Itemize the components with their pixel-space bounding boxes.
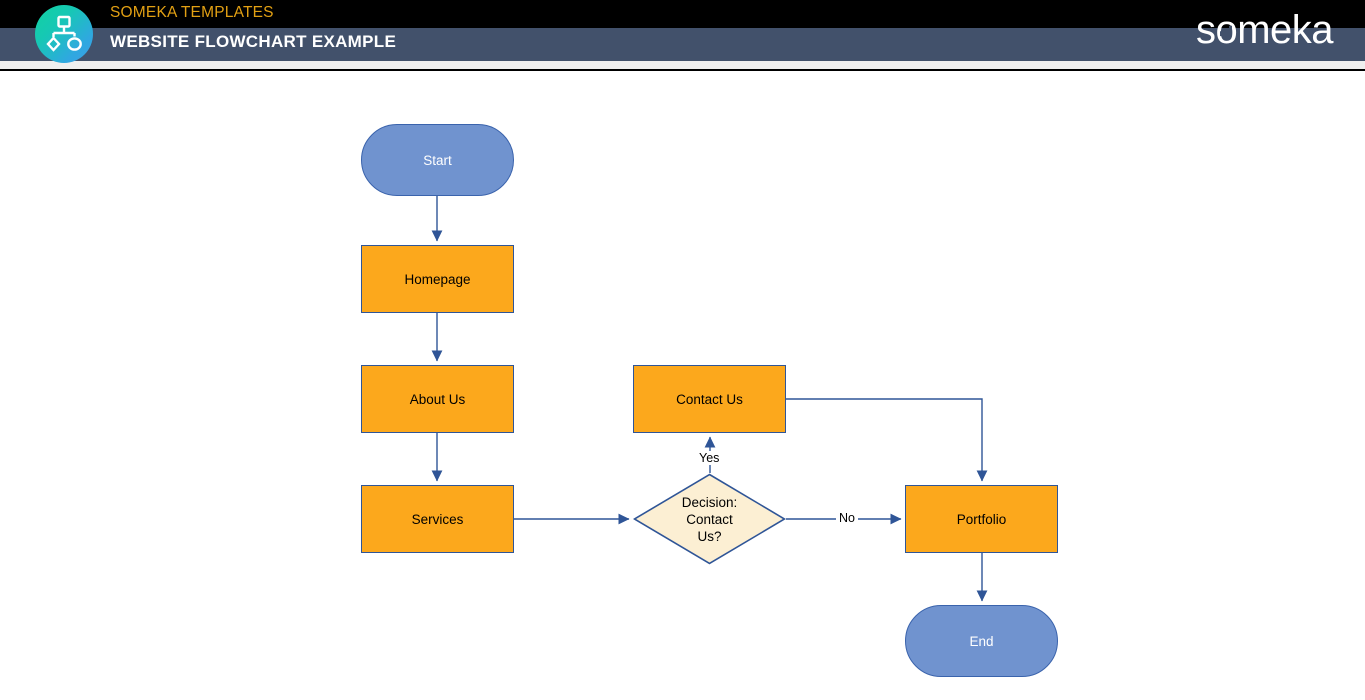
node-contact-us[interactable]: Contact Us [633,365,786,433]
header-divider-rule [0,69,1365,71]
edge-label-no: No [836,511,858,525]
node-contact-us-label: Contact Us [676,391,743,407]
node-decision-label-line3: Us? [697,528,722,544]
header-gray-strip [0,61,1365,70]
bar-chart-icon [1220,25,1233,37]
edge-contact-portfolio [786,398,988,482]
header-top-bar [0,0,1365,28]
flowchart-canvas: Start Homepage About Us Services Decisio… [0,71,1365,700]
node-about-us[interactable]: About Us [361,365,514,433]
decision-diamond-shape [633,473,786,565]
node-about-us-label: About Us [409,391,466,407]
node-decision-label-line1: Decision: [681,494,738,510]
node-decision-contact-us[interactable]: Decision: Contact Us? [633,473,786,565]
someka-wordmark-prefix: s [1195,8,1216,52]
someka-wordmark-suffix: meka [1237,8,1333,52]
node-end-label: End [969,633,994,649]
node-homepage[interactable]: Homepage [361,245,514,313]
template-label: SOMEKA TEMPLATES [110,4,274,21]
page-title: WEBSITE FLOWCHART EXAMPLE [110,32,397,51]
someka-flowchart-logo-icon [35,5,93,63]
node-portfolio[interactable]: Portfolio [905,485,1058,553]
edge-label-yes: Yes [696,451,723,465]
node-end[interactable]: End [905,605,1058,677]
node-decision-label: Decision: Contact Us? [682,494,738,545]
someka-wordmark-o: o [1215,7,1237,53]
header-title-bar [0,28,1365,61]
node-services-label: Services [411,511,464,527]
node-portfolio-label: Portfolio [956,511,1007,527]
node-start[interactable]: Start [361,124,514,196]
node-decision-label-line2: Contact [686,511,733,527]
node-homepage-label: Homepage [404,271,471,287]
node-services[interactable]: Services [361,485,514,553]
someka-wordmark: so meka [1195,7,1334,53]
node-start-label: Start [423,152,452,168]
